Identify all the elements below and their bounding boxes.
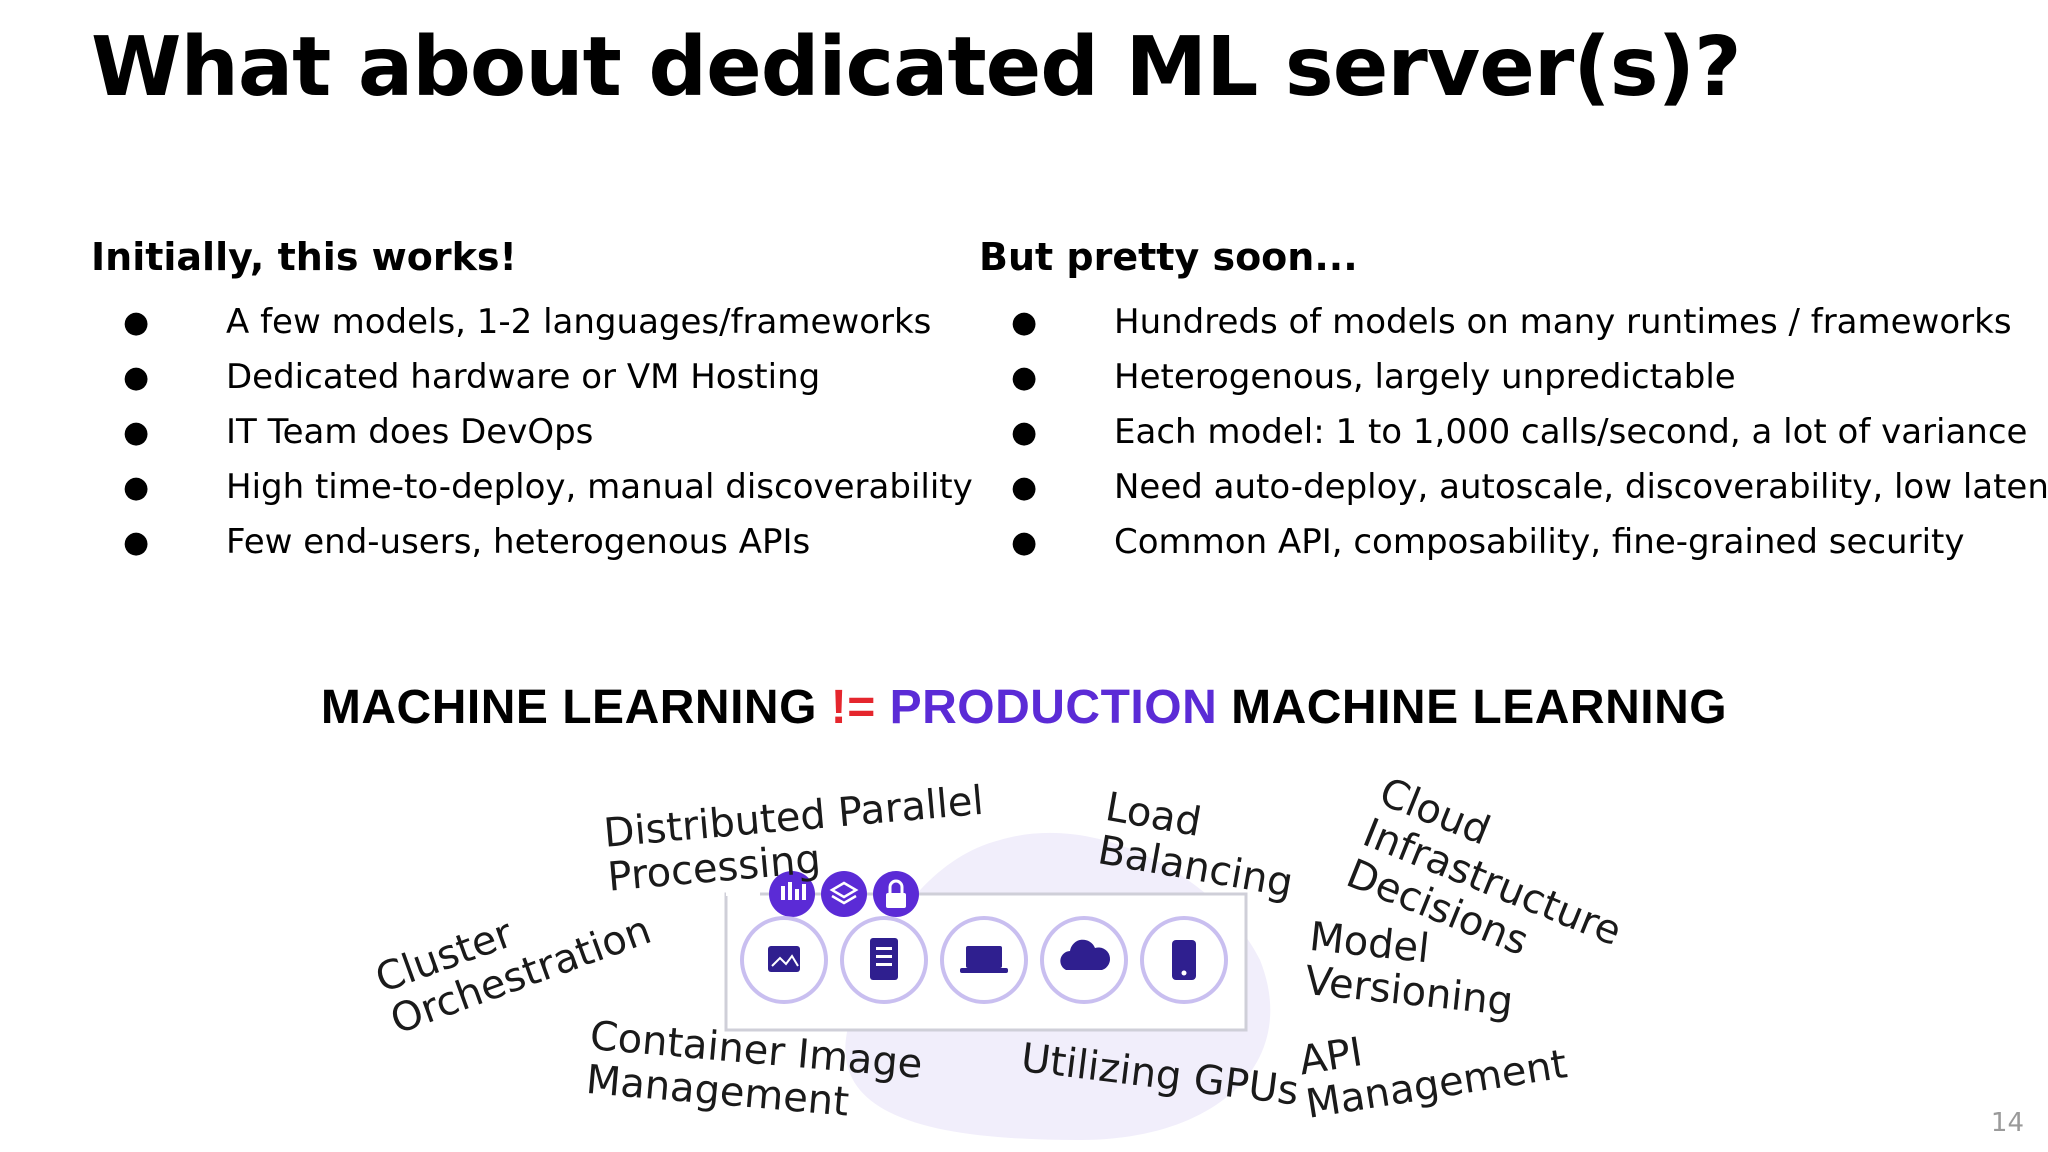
slide-title: What about dedicated ML server(s)? bbox=[91, 20, 1742, 115]
list-item: ● A few models, 1-2 languages/frameworks bbox=[123, 295, 931, 350]
left-column: Initially, this works! ● A few models, 1-… bbox=[91, 230, 973, 570]
list-item-text: Each model: 1 to 1,000 calls/second, a l… bbox=[1114, 412, 2028, 452]
banner-text-production: PRODUCTION bbox=[875, 681, 1218, 734]
list-item-text: Few end-users, heterogenous APIs bbox=[226, 522, 811, 562]
list-item-text: High time-to-deploy, manual discoverabil… bbox=[226, 467, 973, 507]
right-column: But pretty soon... ● Hundreds of models o… bbox=[979, 230, 2048, 570]
layers-icon bbox=[821, 871, 867, 917]
list-item: ● Heterogenous, largely unpredictable bbox=[1011, 350, 1736, 405]
banner-text-ml-2: MACHINE LEARNING bbox=[1217, 681, 1728, 734]
list-item-text: A few models, 1-2 languages/frameworks bbox=[226, 302, 932, 342]
right-bullet-list: ● Hundreds of models on many runtimes / f… bbox=[1011, 295, 2048, 570]
banner-operator: != bbox=[830, 681, 876, 734]
list-item-text: Dedicated hardware or VM Hosting bbox=[226, 357, 821, 397]
bullet-icon: ● bbox=[123, 305, 150, 340]
list-item-text: Hundreds of models on many runtimes / fr… bbox=[1114, 302, 2012, 342]
list-item-text: IT Team does DevOps bbox=[226, 412, 594, 452]
cloud-icon bbox=[1040, 916, 1128, 1004]
ml-banner: MACHINE LEARNING != PRODUCTION MACHINE L… bbox=[0, 680, 2048, 735]
document-icon bbox=[840, 916, 928, 1004]
bullet-icon: ● bbox=[123, 470, 150, 505]
bullet-icon: ● bbox=[1011, 525, 1038, 560]
banner-text-ml: MACHINE LEARNING bbox=[320, 681, 831, 734]
list-item: ● IT Team does DevOps bbox=[123, 405, 593, 460]
list-item: ● Dedicated hardware or VM Hosting bbox=[123, 350, 820, 405]
tablet-icon bbox=[1140, 916, 1228, 1004]
list-item: ● Hundreds of models on many runtimes / f… bbox=[1011, 295, 2012, 350]
list-item: ● Common API, composability, fine-grained… bbox=[1011, 515, 1964, 570]
page-number: 14 bbox=[1990, 1108, 2024, 1138]
bullet-icon: ● bbox=[123, 415, 150, 450]
bullet-icon: ● bbox=[1011, 415, 1038, 450]
list-item-text: Heterogenous, largely unpredictable bbox=[1114, 357, 1736, 397]
list-item-text: Common API, composability, fine-grained … bbox=[1114, 522, 1965, 562]
bullet-icon: ● bbox=[123, 360, 150, 395]
list-item-text: Need auto-deploy, autoscale, discoverabi… bbox=[1114, 467, 2048, 507]
left-bullet-list: ●A few models, 1-2 languages/frameworks … bbox=[123, 295, 973, 570]
bullet-icon: ● bbox=[1011, 360, 1038, 395]
lock-icon bbox=[873, 871, 919, 917]
laptop-icon bbox=[940, 916, 1028, 1004]
list-item: ● Few end-users, heterogenous APIs bbox=[123, 515, 810, 570]
list-item: ● Each model: 1 to 1,000 calls/second, a … bbox=[1011, 405, 2027, 460]
left-column-heading: Initially, this works! bbox=[91, 235, 517, 279]
list-item: ● Need auto-deploy, autoscale, discoverab… bbox=[1011, 460, 2048, 515]
bullet-icon: ● bbox=[123, 525, 150, 560]
chart-icon bbox=[769, 871, 815, 917]
list-item: ● High time-to-deploy, manual discoverabi… bbox=[123, 460, 973, 515]
ml-platform-diagram bbox=[724, 832, 1271, 1140]
bullet-icon: ● bbox=[1011, 305, 1038, 340]
right-column-heading: But pretty soon... bbox=[979, 235, 1358, 279]
image-icon bbox=[740, 916, 828, 1004]
bullet-icon: ● bbox=[1011, 470, 1038, 505]
